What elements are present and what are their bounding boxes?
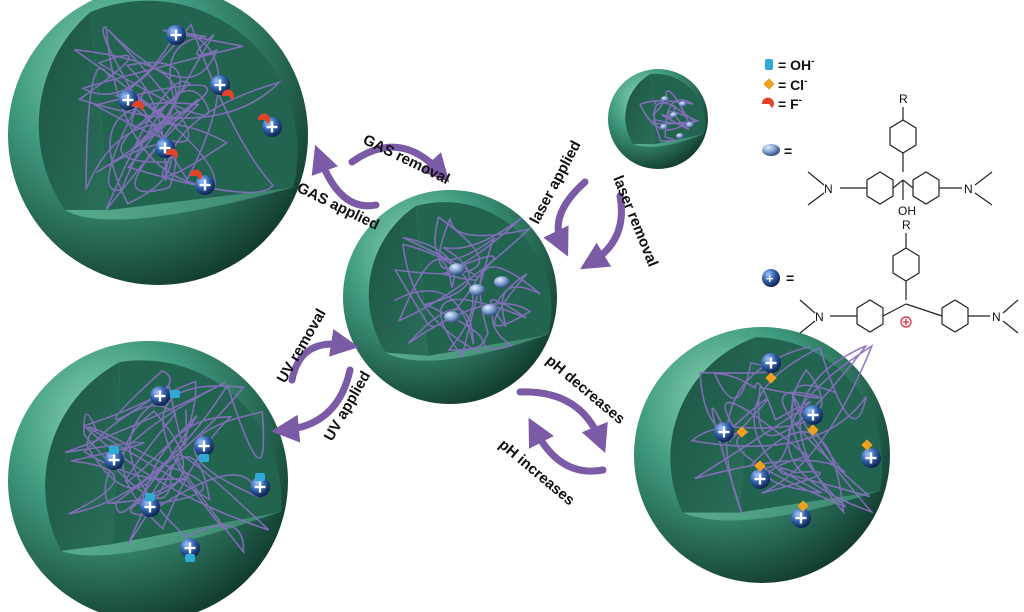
cationic-dye-legend: + = R N N (762, 218, 1019, 334)
uv-removal-arrow (288, 329, 359, 384)
laser-removal-arrow (580, 192, 625, 270)
svg-text:= OH-: = OH- (778, 56, 814, 73)
fluoride-ion (131, 100, 144, 111)
neutral-molecule (444, 311, 460, 323)
ph-decreases-arrow (516, 388, 608, 453)
chloride-ion (754, 460, 766, 472)
chloride-ion (797, 500, 809, 512)
fluoride-ion (257, 113, 270, 124)
gas-removal-arrow (348, 143, 450, 183)
interior-wall-left (625, 74, 656, 144)
hydroxide-ion (145, 493, 155, 501)
svg-text:R: R (899, 92, 908, 106)
gas-applied-arrow (311, 144, 380, 210)
svg-text:OH: OH (898, 204, 916, 218)
chloride-ion (736, 426, 748, 438)
neutral-molecule (494, 276, 510, 288)
svg-text:= Cl-: = Cl- (778, 76, 807, 93)
uv-applied-arrow (271, 366, 354, 443)
ph-increases-arrow (528, 417, 607, 475)
chloride-ion (807, 424, 819, 436)
polymer-network (393, 215, 541, 359)
neutral-molecule (679, 101, 687, 107)
interior-floor (61, 511, 282, 556)
hydroxide-ion-icon (765, 59, 773, 70)
chloride-ion (765, 372, 777, 384)
interior-floor (385, 334, 549, 361)
laser-sphere (608, 69, 708, 169)
svg-text:=: = (784, 143, 792, 159)
neutral-molecule (469, 284, 485, 296)
cation-charge-icon (900, 316, 912, 328)
laser-applied-label: laser applied (527, 138, 585, 227)
svg-text:=: = (786, 270, 794, 286)
gas-sphere (8, 0, 308, 285)
svg-text:= F-: = F- (778, 95, 802, 112)
neutral-molecule (660, 124, 668, 130)
hydroxide-ion (199, 454, 209, 462)
neutral-molecule-icon (762, 144, 780, 156)
polymer-network (690, 344, 874, 515)
interior-wall-left (368, 206, 429, 356)
laser-removal-label: laser removal (609, 173, 661, 269)
svg-text:N: N (815, 310, 824, 324)
neutral-molecule (661, 96, 669, 102)
fluoride-ion-icon (761, 97, 774, 108)
gas-removal-label: GAS removal (360, 131, 452, 188)
neutral-carbinol-legend: = R OH N N (762, 92, 993, 218)
chloride-ion-icon (763, 78, 775, 90)
hydroxide-ion (185, 554, 195, 562)
cation-icon (762, 269, 780, 287)
polymer-network (639, 90, 701, 142)
fluoride-ion (189, 169, 202, 180)
chloride-ion (861, 439, 873, 451)
fluoride-ion (165, 148, 178, 159)
neutral-molecule (449, 263, 465, 275)
uv-sphere (8, 341, 288, 612)
neutral-molecule (482, 304, 498, 316)
polymer-network (64, 369, 270, 555)
ph-sphere (634, 327, 890, 583)
svg-text:N: N (824, 182, 833, 196)
interior-floor (633, 134, 704, 147)
neutral-molecule (670, 112, 678, 118)
polymer-network (73, 22, 282, 210)
interior-floor (65, 187, 293, 220)
fluoride-ion (221, 89, 234, 100)
center-sphere (343, 190, 557, 404)
ion-legend: = OH- = Cl- = F- (761, 56, 814, 112)
svg-text:+: + (766, 271, 774, 286)
hydroxide-ion (255, 473, 265, 481)
svg-text:N: N (992, 310, 1001, 324)
interior-floor (682, 490, 880, 521)
ph-increases-label: pH increases (495, 436, 577, 509)
hydroxide-ion (170, 390, 180, 398)
svg-text:N: N (964, 182, 973, 196)
neutral-molecule (686, 122, 694, 128)
neutral-molecule (676, 133, 684, 139)
laser-applied-arrow (543, 178, 589, 257)
svg-text:R: R (902, 218, 911, 232)
hydroxide-ion (109, 446, 119, 454)
